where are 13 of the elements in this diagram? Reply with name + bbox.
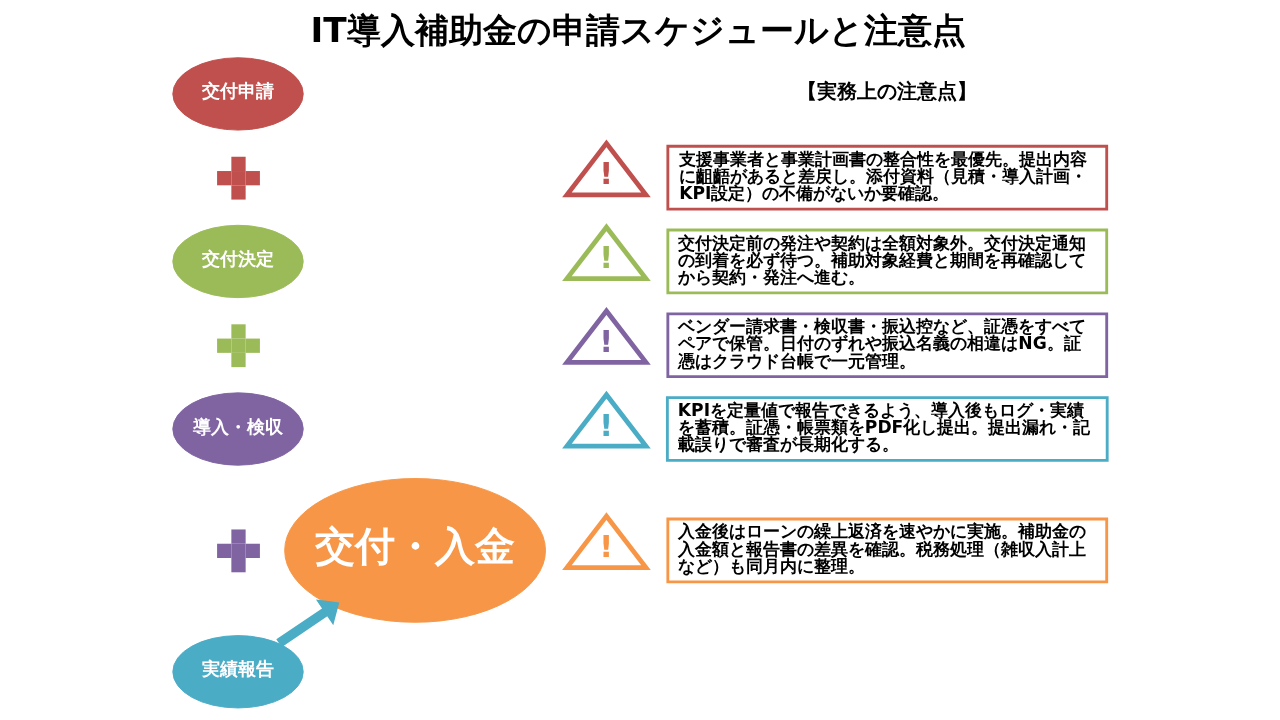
node-ellipse: 交付・入金 [284,478,546,623]
node-box: 入金後はローンの繰上返済を速やかに実施。補助金の入金額と報告書の差異を確認。税務処理（雑収入計上など）も同月内に整理。 [666,517,1109,584]
diagram-title: IT導入補助金の申請スケジュールと注意点 [310,10,966,51]
label: 【実務上の注意点】 [796,79,977,104]
node-box: KPIを定量値で報告できるよう、導入後もログ・実績を蓄積。証憑・帳票類をPDF化し提出。提出漏れ・記載誤りで審査が長期化する。 [665,396,1109,462]
arrow [276,599,340,648]
node-box: 交付決定前の発注や契約は全額対象外。交付決定通知の到着を必ず待つ。補助対象経費と期間を再確認してから契約・発注へ進む。 [666,228,1109,295]
node-ellipse: 実績報告 [172,635,304,709]
node-ellipse: 交付申請 [172,57,304,131]
node-ellipse: 交付決定 [172,224,304,299]
node-ellipse: 導入・検収 [172,392,304,466]
node-box: ベンダー請求書・検収書・振込控など、証憑をすべてペアで保管。日付のずれや振込名義の相違はNG。証憑はクラウド台帳で一元管理。 [666,312,1109,379]
node-box: 支援事業者と事業計画書の整合性を最優先。提出内容に齟齬があると差戻し。添付資料（見積・導入計画・KPI設定）の不備がないか要確認。 [666,144,1109,211]
